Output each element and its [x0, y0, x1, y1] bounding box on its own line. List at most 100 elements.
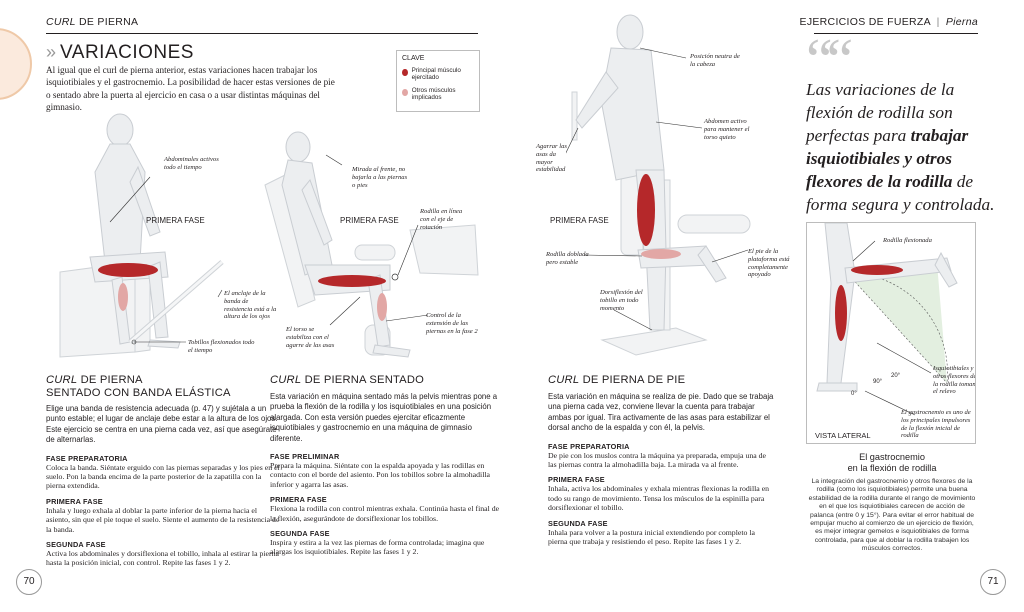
page-number-left: 70 — [16, 569, 42, 595]
annotation-torso-grip: El torso se estabiliza con el agarre de … — [286, 326, 335, 349]
step-heading: FASE PRELIMINAR — [270, 452, 340, 462]
arm — [301, 178, 333, 246]
head — [285, 131, 311, 163]
header-section: EJERCICIOS DE FUERZA — [799, 16, 931, 28]
phase-label-fig3: PRIMERA FASE — [550, 216, 609, 225]
head — [106, 113, 134, 147]
working-foot — [697, 245, 727, 283]
rotation-axis-icon — [391, 273, 399, 281]
phase-label-fig1: PRIMERA FASE — [146, 216, 205, 225]
variaciones-title: VARIACIONES — [60, 42, 194, 63]
decorative-arc — [0, 28, 32, 100]
step-text: Prepara la máquina. Siéntate con la espa… — [270, 461, 490, 489]
gastrocnemius-muscle — [851, 265, 903, 275]
step-heading: PRIMERA FASE — [548, 475, 605, 485]
lateral-view-figure — [816, 223, 958, 416]
chevrons-icon: » — [46, 42, 57, 62]
annotation-control: Control de la extensión de las piernas e… — [426, 312, 478, 335]
section-description: Esta variación en máquina se realiza de … — [548, 392, 774, 433]
machine-base — [600, 327, 708, 356]
lateral-view-label: VISTA LATERAL — [815, 431, 871, 440]
pull-quote: Las variaciones de la flexión de rodilla… — [806, 80, 995, 214]
calf-muscle — [118, 283, 128, 311]
header-italic: CURL — [46, 16, 76, 28]
legend-title: CLAVE — [402, 55, 425, 62]
hamstring-muscle — [318, 275, 386, 287]
step-heading: PRIMERA FASE — [46, 496, 103, 506]
annotation-grip: Agarrar las asas da mayor estabilidad — [536, 143, 567, 174]
running-header-left: CURL DE PIERNA — [46, 16, 138, 28]
sidebar-gastrocnemius: El gastrocnemio en la flexión de rodilla… — [808, 452, 976, 554]
header-rule-left — [46, 33, 478, 34]
annotation-gaze: Mirada al frente, no bajarla a las piern… — [352, 166, 408, 189]
step-heading: FASE PREPARATORIA — [46, 453, 128, 463]
angle-20: 20° — [891, 373, 901, 379]
annotation-knee-bent: Rodilla doblada pero estable — [546, 251, 589, 266]
annotation-head-neutral: Posición neutra de la cabeza — [690, 53, 740, 68]
hamstring-muscle — [637, 174, 655, 246]
step-text: Inhala y luego exhala al doblar la parte… — [46, 505, 280, 534]
foot — [147, 339, 181, 349]
legend-primary-label: Principal músculo ejercitado — [411, 66, 461, 82]
lateral-view-box: Rodilla flexionada Isquiotibiales y otro… — [806, 222, 976, 444]
header-rule-right — [814, 33, 978, 34]
angle-90: 90° — [873, 379, 883, 385]
calf-muscle — [377, 293, 387, 321]
step-text: Flexiona la rodilla con control mientras… — [270, 504, 500, 523]
step-heading: SEGUNDA FASE — [46, 540, 106, 550]
step-text: De pie con los muslos contra la máquina … — [548, 450, 767, 470]
step-text: Coloca la banda. Siéntate erguido con la… — [46, 462, 280, 491]
variaciones-intro: Al igual que el curl de pierna anterior,… — [46, 65, 335, 113]
annotation-hamstrings-relay: Isquiotibiales y otros flexores de la ro… — [933, 365, 976, 396]
section-description: Elige una banda de resistencia adecuada … — [46, 404, 278, 445]
section-seated-curl: CURL DE PIERNA SENTADO Esta variación en… — [270, 374, 500, 557]
primary-muscle-swatch — [402, 68, 408, 76]
section-title: CURL DE PIERNA DE PIE — [548, 374, 686, 386]
step-heading: FASE PREPARATORIA — [548, 441, 630, 451]
phase-label-fig2: PRIMERA FASE — [340, 216, 399, 225]
legend-secondary: Otros músculos implicados — [402, 87, 474, 102]
step-heading: PRIMERA FASE — [270, 495, 327, 505]
arm — [575, 71, 619, 129]
secondary-muscle-swatch — [402, 88, 408, 96]
annotation-anchor: El anclaje de la banda de resistencia es… — [224, 290, 277, 321]
legend-secondary-label: Otros músculos implicados — [411, 86, 456, 102]
section-title: CURL DE PIERNA SENTADO CON BANDA ELÁSTIC… — [46, 374, 231, 399]
step-heading: SEGUNDA FASE — [548, 518, 608, 528]
figure-seated-machine-curl — [264, 131, 479, 358]
upper-pad — [354, 244, 396, 261]
torso — [600, 47, 665, 181]
legend-primary: Principal músculo ejercitado — [402, 67, 474, 82]
step-text: Inspira y estira a la vez las piernas de… — [270, 538, 485, 557]
arm — [129, 165, 161, 237]
section-description: Esta variación en máquina sentado más la… — [270, 392, 498, 443]
standing-foot — [816, 382, 858, 392]
annotation-knee-flexed: Rodilla flexionada — [883, 237, 932, 244]
sidebar-title: El gastrocnemio en la flexión de rodilla — [847, 452, 937, 473]
legend-box: CLAVE Principal músculo ejercitado Otros… — [396, 50, 480, 112]
running-header-right: EJERCICIOS DE FUERZA | Pierna — [800, 16, 978, 28]
foot — [372, 344, 411, 358]
page-number-right: 71 — [980, 569, 1006, 595]
annotation-abs-fig1: Abdominales activos todo el tiempo — [164, 156, 219, 171]
annotation-foot-platform: El pie de la plataforma está completamen… — [748, 248, 790, 279]
step-text: Inhala, activa los abdominales y exhala … — [548, 484, 770, 513]
head — [616, 14, 644, 50]
angle-0: 0° — [851, 391, 857, 397]
step-text: Inhala para volver a la postura inicial … — [548, 527, 755, 547]
flexion-arc-area — [847, 263, 947, 383]
foot — [934, 251, 958, 288]
figure-standing-curl — [566, 14, 751, 356]
sidebar-text: La integración del gastrocnemio y otros … — [808, 478, 976, 553]
hamstring-muscle — [98, 263, 158, 277]
annotation-ankles: Tobillos flexionados todo el tiempo — [188, 339, 255, 354]
handle — [571, 91, 578, 141]
section-standing-curl: CURL DE PIERNA DE PIE Esta variación en … — [548, 374, 776, 546]
step-heading: SEGUNDA FASE — [270, 529, 330, 539]
calf-muscle — [641, 249, 681, 259]
annotation-ankle: Dorsiflexión del tobillo en todo momento — [600, 289, 643, 312]
machine-arm — [409, 224, 479, 276]
step-text: Activa los abdominales y dorsiflexiona e… — [46, 549, 279, 568]
back-shin — [111, 276, 131, 345]
figure-seated-band-curl — [59, 113, 224, 358]
